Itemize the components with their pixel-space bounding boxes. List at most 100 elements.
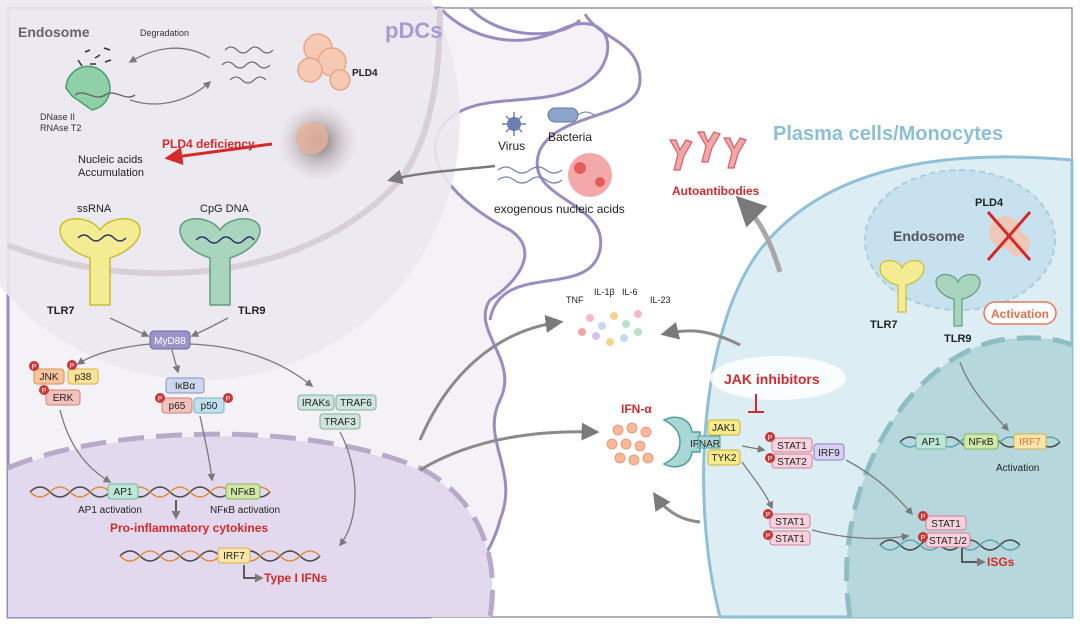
myd88-node: [149, 330, 191, 350]
bacteria-label: Bacteria: [548, 130, 592, 144]
cytokine-particles: [578, 310, 642, 346]
plasma-cells-label: Plasma cells/Monocytes: [773, 123, 1003, 145]
stat1-to-isg-arrow: [811, 529, 910, 541]
tlr-to-nucleus-arrow: [959, 361, 1010, 432]
svg-text:P: P: [766, 512, 771, 519]
nfkb-site-label: NFκB: [231, 487, 256, 498]
enzyme-label-2: RNAse T2: [40, 123, 81, 133]
stat1-isg-label: STAT1: [931, 519, 961, 530]
free-nucleic-acids: [221, 46, 274, 84]
cytokine-il23-label: IL-23: [650, 295, 671, 305]
svg-text:P: P: [766, 533, 771, 540]
traf6-label: TRAF6: [340, 398, 372, 409]
phospho-badge: P: [223, 393, 233, 403]
nfkb-activation-label: NFκB activation: [210, 505, 280, 516]
ikba-label: IκBα: [175, 381, 195, 392]
irf7-right-site: [1013, 433, 1047, 450]
pdcs-label: pDCs: [385, 18, 442, 43]
myd88-to-mapk-arrow: [76, 343, 151, 365]
phospho-badge: P: [763, 509, 773, 519]
phospho-badge: P: [918, 532, 928, 542]
tlr7-to-myd88-arrow: [109, 317, 150, 337]
tlr9-label: TLR9: [238, 305, 266, 317]
nfkb-to-nucleus-arrow: [199, 415, 216, 482]
p65-node: [161, 397, 193, 414]
jak1-node: [707, 419, 741, 436]
phospho-badge: P: [918, 511, 928, 521]
plasma-to-autoantibody-arrow: [735, 195, 783, 273]
proinflammatory-label: Pro-inflammatory cytokines: [110, 521, 268, 535]
p65-label: p65: [169, 401, 186, 412]
endosome-right-label: Endosome: [893, 228, 965, 244]
tlr9-to-myd88-arrow: [190, 317, 229, 337]
p38-node: [67, 368, 99, 385]
phospho-badge: P: [763, 530, 773, 540]
degraded-fragments: [77, 47, 112, 67]
stat2-label: STAT2: [777, 457, 807, 468]
jak-inhibitors-label: JAK inhibitors: [724, 371, 820, 387]
deficiency-arrow: [164, 142, 273, 165]
tlr9-receptor-icon: [179, 218, 261, 306]
tlr9-right-label: TLR9: [944, 333, 972, 345]
irf7-site: [217, 547, 251, 564]
tyk2-node: [707, 449, 741, 466]
jak-stat-feedback-arrow: [653, 492, 701, 524]
tlr7-right-icon: [879, 259, 925, 313]
isg-output-arrow: [961, 548, 986, 567]
svg-text:P: P: [921, 514, 926, 521]
cytokine-il6-label: IL-6: [622, 287, 638, 297]
type1-ifn-arrow: [243, 565, 264, 583]
endosome-left: [0, 0, 460, 380]
tyk2-label: TYK2: [711, 453, 736, 464]
isgs-label: ISGs: [987, 555, 1015, 569]
enzyme-label-1: DNase II: [40, 112, 75, 122]
pld4-right-label: PLD4: [975, 197, 1004, 209]
virus-label: Virus: [498, 139, 525, 153]
damaged-cell-debris-icon: [568, 153, 612, 197]
myd88-to-ikb-arrow: [171, 349, 181, 374]
traf3-node: [319, 413, 361, 430]
tlr7-label: TLR7: [47, 305, 75, 317]
traf-to-irf7-arrow: [339, 431, 356, 547]
irf7-site-label: IRF7: [223, 551, 245, 562]
activation-badge: [983, 301, 1057, 325]
autoantibodies-label: Autoantibodies: [672, 184, 760, 198]
ssrna-label: ssRNA: [77, 203, 112, 215]
p38-label: p38: [75, 372, 92, 383]
accumulation-label-1: Nucleic acids: [78, 154, 143, 166]
pld4-deficiency-label: PLD4 deficiency: [162, 137, 255, 151]
traf6-node: [335, 394, 377, 411]
stat1-label-c: STAT1: [775, 534, 805, 545]
stat1-label-a: STAT1: [777, 441, 807, 452]
phospho-badge: P: [765, 432, 775, 442]
iraks-node: [297, 394, 335, 411]
nucleic-acid-strand: [74, 92, 136, 98]
ap1-right-site: [915, 433, 947, 450]
accumulation-core: [296, 122, 328, 154]
bacteria-icon: [547, 107, 595, 123]
iraks-label: IRAKs: [302, 398, 330, 409]
degradation-label: Degradation: [140, 28, 189, 38]
degradation-arrow: [128, 47, 211, 63]
exogenous-nucleic-acids-label: exogenous nucleic acids: [494, 202, 625, 216]
activation-badge-label: Activation: [991, 307, 1049, 321]
svg-text:P: P: [70, 363, 75, 370]
myd88-to-irak-arrow: [189, 343, 314, 387]
phospho-badge: P: [155, 393, 165, 403]
dnase-enzyme-icon: [65, 65, 111, 111]
dna-strand-isg: [879, 539, 1021, 551]
tlr7-right-label: TLR7: [870, 319, 898, 331]
endosome-left-label: Endosome: [18, 24, 90, 40]
virus-icon: [502, 112, 526, 136]
ap1-site: [107, 483, 139, 500]
traf3-label: TRAF3: [324, 417, 356, 428]
autoantibody-icon: [668, 131, 747, 171]
stat1-node-b: [769, 513, 811, 529]
svg-text:P: P: [768, 435, 773, 442]
nucleus-left: [8, 436, 493, 617]
jak-to-stat1-arrow: [741, 461, 774, 510]
ifnar-receptor-icon: [662, 416, 701, 468]
stat12-isg-label: STAT1/2: [929, 536, 967, 547]
cpg-dna-label: CpG DNA: [200, 203, 250, 215]
